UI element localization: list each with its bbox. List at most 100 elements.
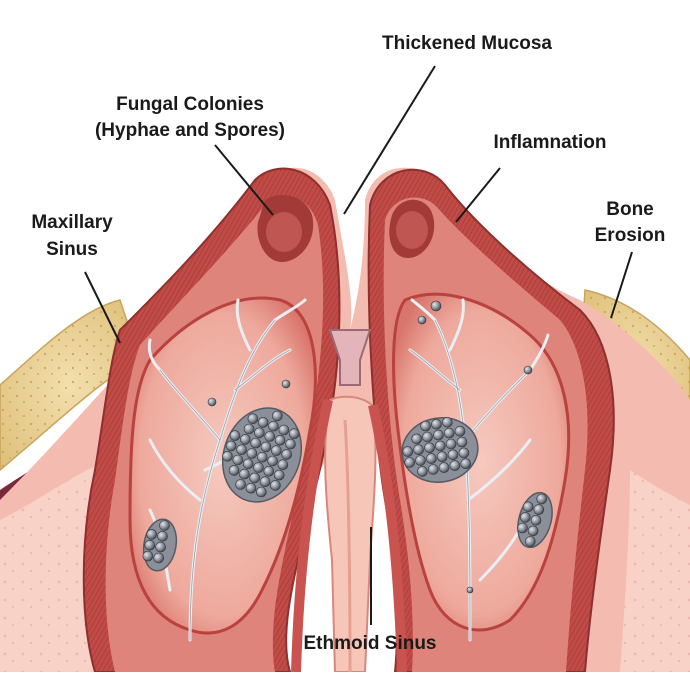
spore <box>159 520 170 531</box>
spore <box>257 417 269 428</box>
spore <box>228 465 240 476</box>
spore <box>427 464 439 475</box>
spore <box>426 453 437 464</box>
spore <box>270 480 281 491</box>
spore <box>273 469 285 481</box>
loose-spore <box>466 586 474 594</box>
spore <box>246 448 258 459</box>
spore <box>415 455 426 466</box>
spore <box>417 466 428 477</box>
spore <box>239 468 250 480</box>
spore-cluster-right-small <box>517 491 553 549</box>
spore <box>256 451 268 463</box>
loose-spore <box>417 315 427 325</box>
spore <box>259 476 271 488</box>
spore <box>441 416 453 428</box>
spore <box>533 504 545 515</box>
spore <box>142 550 154 562</box>
spore <box>527 525 539 537</box>
label-bone-line1: Bone <box>606 199 654 220</box>
left-hyphae-outline <box>159 319 291 641</box>
spore <box>222 450 233 462</box>
spore <box>447 449 459 461</box>
spore <box>420 420 431 432</box>
spore <box>225 440 237 452</box>
spore <box>235 479 246 490</box>
leader-fungal-colonies <box>214 144 274 216</box>
loose-spore <box>281 379 291 389</box>
leader-thickened-mucosa <box>343 65 436 215</box>
spore <box>536 493 548 505</box>
spore <box>443 427 455 439</box>
loose-spore <box>207 397 217 407</box>
spore <box>424 442 435 454</box>
leader-bone-erosion <box>610 251 633 319</box>
spore <box>411 433 423 445</box>
spore <box>402 446 414 457</box>
spore <box>146 529 157 540</box>
spore <box>249 472 260 484</box>
spore <box>517 522 528 534</box>
spore <box>271 445 282 456</box>
spore <box>422 431 433 443</box>
spore <box>449 460 461 471</box>
spore <box>445 438 457 450</box>
spore <box>254 427 265 439</box>
leader-maxillary-sinus <box>84 271 121 344</box>
spore <box>243 423 255 435</box>
spore-cluster-left-main <box>221 407 303 503</box>
spore <box>285 438 296 450</box>
label-bone-line2: Erosion <box>594 225 666 246</box>
loose-spore <box>523 365 533 375</box>
label-maxillary-line2: Sinus <box>46 239 98 260</box>
spore <box>281 449 293 460</box>
leader-lines <box>84 65 633 625</box>
spore <box>250 437 261 449</box>
spore <box>274 434 286 446</box>
spore <box>431 418 442 430</box>
spore <box>236 444 247 456</box>
ethmoid-septum <box>291 329 407 673</box>
spore <box>454 425 466 437</box>
spore <box>240 434 251 445</box>
spore-cluster-left-small <box>142 518 178 572</box>
spore <box>264 431 276 442</box>
label-inflammation: Inflamnation <box>493 132 607 153</box>
spore <box>271 410 283 422</box>
label-maxillary-line1: Maxillary <box>31 212 113 233</box>
spore <box>247 413 259 425</box>
spore <box>155 541 166 553</box>
label-thickened-mucosa: Thickened Mucosa <box>382 33 552 54</box>
spore <box>438 462 450 473</box>
loose-spore <box>430 300 442 312</box>
spore <box>519 512 531 523</box>
spore <box>268 420 279 432</box>
loose-spores <box>207 300 533 594</box>
spore <box>436 451 448 463</box>
spore <box>288 428 300 440</box>
spore <box>522 501 534 513</box>
spore <box>413 444 424 456</box>
spore-clusters <box>142 407 553 572</box>
spore <box>404 457 416 468</box>
label-ethmoid-sinus: Ethmoid Sinus <box>303 633 437 654</box>
leader-inflammation <box>455 167 501 223</box>
spore <box>530 514 542 526</box>
label-fungal-colonies-line1: Fungal Colonies <box>116 94 264 115</box>
spore-cluster-right-main <box>401 416 479 483</box>
spore <box>144 539 156 551</box>
spore <box>433 429 444 441</box>
spore <box>456 436 468 448</box>
spore <box>232 454 244 466</box>
spore <box>157 530 168 542</box>
spore <box>460 458 472 470</box>
spore <box>245 482 257 494</box>
spore <box>458 447 470 459</box>
spore <box>242 458 254 470</box>
label-fungal-colonies-line2: (Hyphae and Spores) <box>94 120 286 141</box>
spore <box>153 552 164 564</box>
spore <box>255 486 267 498</box>
spore <box>260 441 272 453</box>
